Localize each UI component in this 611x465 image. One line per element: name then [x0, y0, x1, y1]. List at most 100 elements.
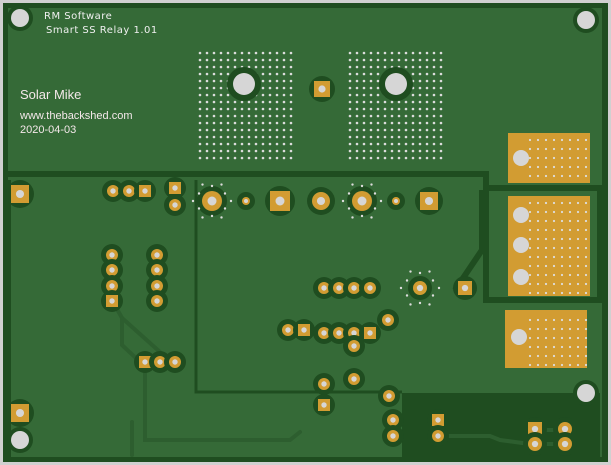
via — [418, 301, 422, 305]
via — [254, 149, 258, 153]
via — [254, 114, 258, 118]
via — [552, 138, 556, 142]
via — [568, 336, 572, 340]
via — [205, 107, 209, 111]
silk-date: 2020-04-03 — [20, 124, 77, 136]
via — [289, 114, 293, 118]
via — [275, 79, 279, 83]
via — [439, 65, 443, 69]
via — [370, 183, 373, 186]
drill-hole — [351, 376, 357, 382]
via — [439, 135, 443, 139]
via — [247, 121, 251, 125]
silk-product: Smart SS Relay 1.01 — [46, 25, 158, 36]
mounting-hole — [233, 73, 255, 95]
via — [198, 142, 202, 146]
via — [355, 135, 359, 139]
via — [348, 114, 352, 118]
via — [268, 72, 272, 76]
via — [584, 237, 588, 241]
via — [198, 107, 202, 111]
via — [560, 219, 564, 223]
via — [282, 72, 286, 76]
via — [355, 72, 359, 76]
via — [544, 147, 548, 151]
via — [376, 100, 380, 104]
via — [212, 107, 216, 111]
via — [219, 121, 223, 125]
via — [536, 201, 540, 205]
via — [584, 165, 588, 169]
via — [289, 149, 293, 153]
via — [282, 149, 286, 153]
via — [552, 228, 556, 232]
via — [362, 86, 366, 90]
via — [411, 142, 415, 146]
via — [584, 336, 588, 340]
via — [226, 114, 230, 118]
via — [411, 128, 415, 132]
via — [560, 264, 564, 268]
via — [552, 201, 556, 205]
via — [552, 273, 556, 277]
via — [439, 72, 443, 76]
via — [261, 149, 265, 153]
via — [282, 93, 286, 97]
via — [355, 100, 359, 104]
via — [536, 291, 540, 295]
via — [254, 65, 258, 69]
via — [544, 219, 548, 223]
via — [282, 51, 286, 55]
via — [370, 216, 373, 219]
via — [576, 255, 580, 259]
via — [576, 219, 580, 223]
mounting-hole — [513, 207, 529, 223]
via — [198, 121, 202, 125]
via — [383, 65, 387, 69]
via — [568, 147, 572, 151]
via — [261, 107, 265, 111]
via — [383, 142, 387, 146]
via — [411, 72, 415, 76]
drill-hole — [172, 185, 178, 191]
via — [223, 207, 227, 210]
via — [369, 142, 373, 146]
via — [576, 354, 580, 358]
via — [226, 121, 230, 125]
via — [268, 51, 272, 55]
via — [536, 246, 540, 250]
via — [355, 107, 359, 111]
via — [404, 149, 408, 153]
via — [536, 165, 540, 169]
via — [268, 121, 272, 125]
via — [212, 65, 216, 69]
via — [201, 183, 204, 186]
via — [552, 147, 556, 151]
via — [383, 51, 387, 55]
via — [254, 107, 258, 111]
drill-hole — [561, 425, 569, 433]
via — [275, 58, 279, 62]
via — [439, 79, 443, 83]
via — [528, 246, 532, 250]
via — [390, 142, 394, 146]
via — [376, 93, 380, 97]
via — [584, 228, 588, 232]
via — [348, 65, 352, 69]
via — [544, 336, 548, 340]
via — [528, 219, 532, 223]
drill-hole — [110, 188, 116, 194]
via — [219, 142, 223, 146]
via — [240, 107, 244, 111]
mounting-hole — [385, 73, 407, 95]
via — [198, 51, 202, 55]
via — [268, 149, 272, 153]
via — [552, 354, 556, 358]
via — [560, 201, 564, 205]
via — [425, 72, 429, 76]
via — [397, 121, 401, 125]
via — [376, 142, 380, 146]
via — [411, 114, 415, 118]
via — [432, 128, 436, 132]
